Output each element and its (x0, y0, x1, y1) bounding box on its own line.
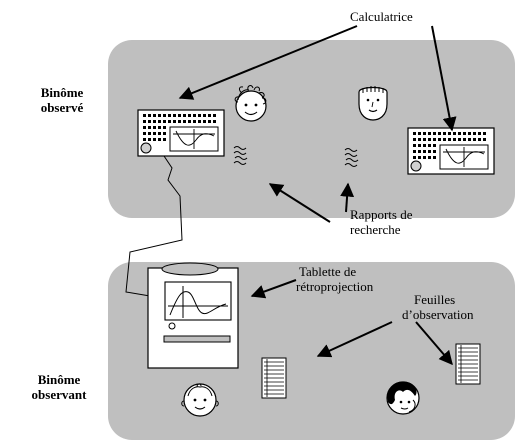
tablet-label-line2: rétroprojection (296, 279, 374, 294)
observing-pair-label-line2: observant (31, 387, 87, 402)
calculator-icon (407, 127, 495, 175)
observation-sheets-label-line1: Feuilles (414, 292, 456, 307)
observation-sheets-label-line2: d’observation (402, 307, 474, 322)
calculator-label: Calculatrice (350, 9, 413, 24)
observed-pair-label: Binôme observé (22, 85, 102, 115)
observation-sheet-icon (261, 357, 287, 399)
research-reports-label: Rapports de recherche (350, 207, 412, 237)
observed-pair-label-line2: observé (40, 100, 84, 115)
tablet-label: Tablette de rétroprojection (296, 264, 373, 294)
arrow-to-right-calculator (431, 25, 457, 132)
arrow-to-right-sheet (415, 321, 453, 366)
observing-pair-label: Binôme observant (16, 372, 102, 402)
calculator-icon (137, 109, 225, 157)
calculator-cable (125, 152, 183, 297)
face-icon (181, 383, 219, 417)
arrow-to-tablet (250, 279, 297, 299)
face-icon (358, 86, 388, 121)
tablet-label-line1: Tablette de (299, 264, 357, 279)
observation-sheets-label: Feuilles d’observation (402, 292, 473, 322)
arrow-to-left-report (268, 183, 331, 223)
face-icon (386, 381, 420, 415)
projection-tablet-icon (147, 262, 239, 369)
observing-pair-label-line1: Binôme (37, 372, 81, 387)
research-report-icon (233, 146, 248, 165)
arrow-to-right-report (340, 182, 355, 213)
research-reports-label-line2: recherche (350, 222, 401, 237)
research-report-icon (344, 148, 359, 167)
research-reports-label-line1: Rapports de (350, 207, 413, 222)
observation-sheet-icon (455, 343, 481, 385)
observed-pair-label-line1: Binôme (40, 85, 84, 100)
arrow-to-left-sheet (316, 321, 393, 358)
arrow-to-left-calculator (178, 25, 358, 100)
face-icon (234, 85, 267, 122)
